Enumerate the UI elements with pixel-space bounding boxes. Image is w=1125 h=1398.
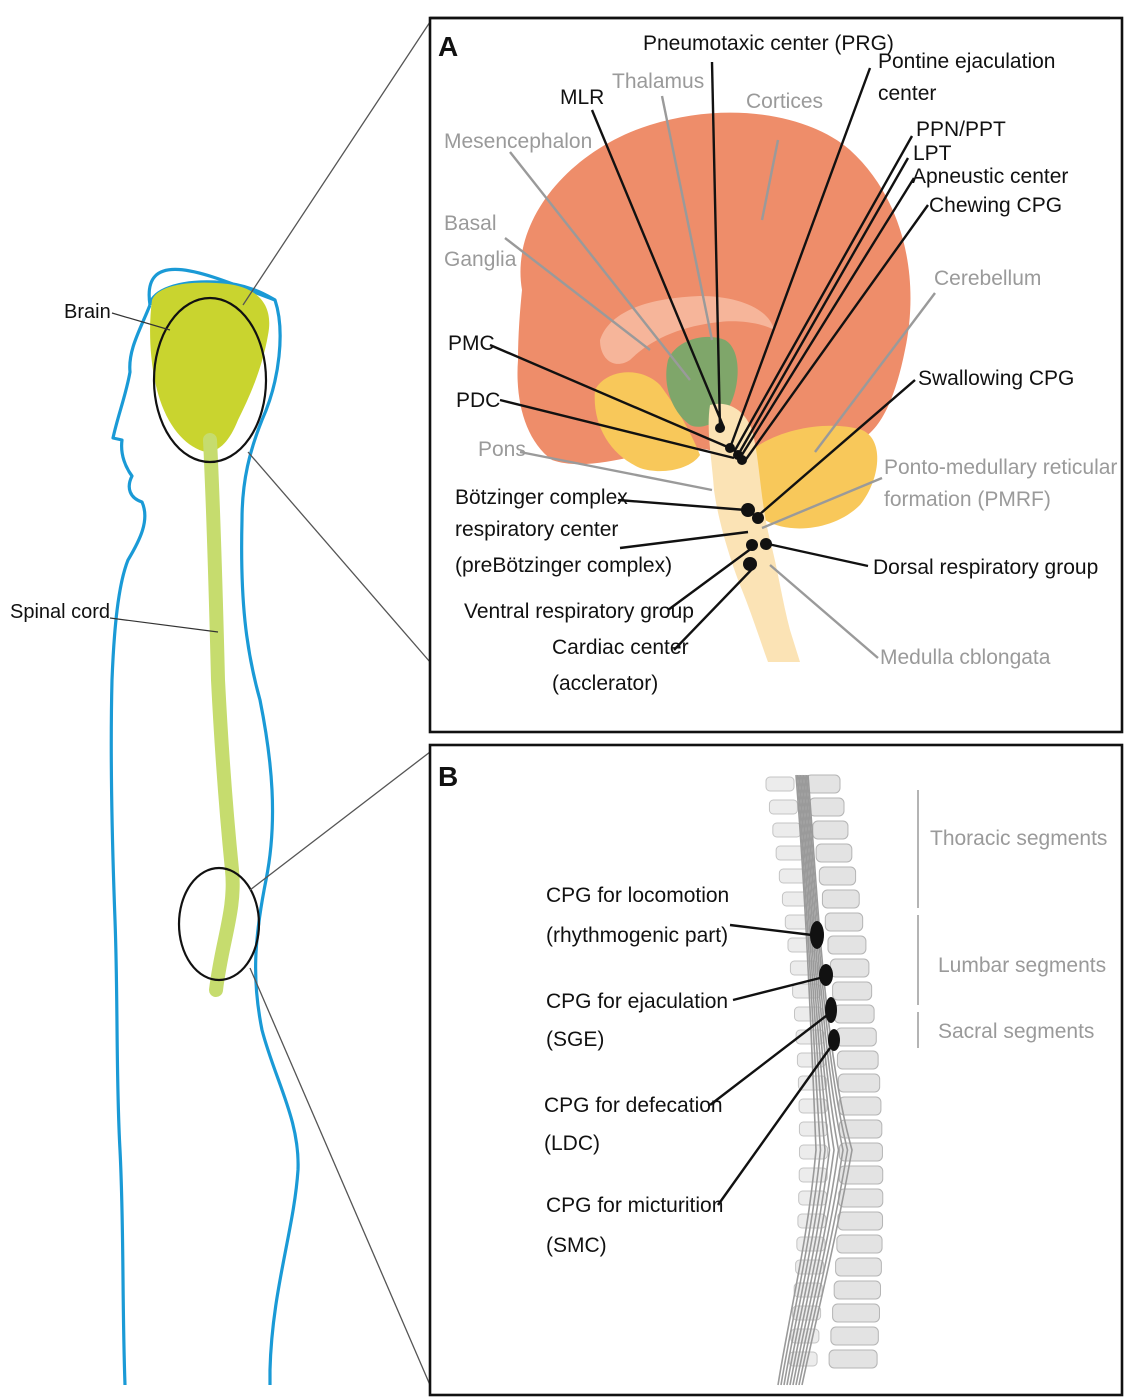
vertebra-process — [799, 1145, 827, 1159]
vertebra — [837, 1235, 882, 1253]
vertebra — [830, 959, 868, 977]
vertebra — [833, 1304, 880, 1322]
body-back-outline — [111, 305, 150, 1385]
vertebra — [828, 936, 866, 954]
vertebra — [837, 1051, 878, 1069]
vertebra-process — [773, 823, 801, 837]
botzinger-label-3: (preBötzinger complex) — [455, 554, 672, 577]
vertebra — [835, 1005, 875, 1023]
mlr-label: MLR — [560, 86, 604, 109]
cpg-locomotion-dot — [810, 921, 824, 949]
ventral-respiratory-label: Ventral respiratory group — [464, 600, 694, 623]
brain-label: Brain — [64, 301, 111, 323]
vertebra — [829, 1350, 877, 1368]
ejaculation-label-2: (SGE) — [546, 1028, 604, 1051]
pdc-label: PDC — [456, 389, 500, 412]
botzinger-label: Bötzinger complex — [455, 486, 628, 509]
basal-label: Basal — [444, 212, 497, 235]
dorsal-respiratory-label: Dorsal respiratory group — [873, 556, 1098, 579]
zoom-line-brain-bottom — [248, 452, 430, 662]
spinal-cord-leader — [110, 618, 218, 632]
vertebra — [809, 798, 844, 816]
pons-label: Pons — [478, 438, 526, 461]
botzinger-label-2: respiratory center — [455, 518, 618, 541]
zoom-line-spine-top — [250, 752, 430, 890]
nucleus-dot — [743, 557, 757, 571]
vertebra — [813, 821, 848, 839]
cpg-defecation-dot — [825, 997, 837, 1023]
swallowing-cpg-label: Swallowing CPG — [918, 367, 1074, 390]
cpg-ejaculation-dot — [819, 964, 833, 986]
mesencephalon-label: Mesencephalon — [444, 130, 592, 153]
vertebra — [836, 1258, 882, 1276]
locomotion-label-2: (rhythmogenic part) — [546, 924, 728, 947]
cardiac-center-label-2: (acclerator) — [552, 672, 658, 695]
pontine-ejaculation-label: Pontine ejaculation — [878, 50, 1055, 73]
vertebra — [833, 982, 872, 1000]
vertebra — [822, 890, 859, 908]
cardiac-center-label: Cardiac center — [552, 636, 689, 659]
pmrf-label: Ponto-medullary reticular — [884, 456, 1117, 479]
thoracic-label: Thoracic segments — [930, 827, 1107, 850]
zoom-line-brain-top — [243, 22, 430, 305]
defecation-label: CPG for defecation — [544, 1094, 723, 1117]
vertebra — [831, 1327, 878, 1345]
cerebellum-label: Cerebellum — [934, 267, 1041, 290]
pmc-label: PMC — [448, 332, 495, 355]
cpg-micturition-dot — [828, 1029, 840, 1051]
cortices-label: Cortices — [746, 90, 823, 113]
micturition-label-2: (SMC) — [546, 1234, 607, 1257]
apneustic-label: Apneustic center — [912, 165, 1068, 188]
zoom-line-spine-bottom — [250, 968, 430, 1385]
ejaculation-label: CPG for ejaculation — [546, 990, 728, 1013]
defecation-label-2: (LDC) — [544, 1132, 600, 1155]
pontine-ejaculation-label-2: center — [878, 82, 936, 105]
vertebra — [838, 1212, 883, 1230]
vertebra — [838, 1074, 879, 1092]
ganglia-label: Ganglia — [444, 248, 517, 271]
spinal-cord-shape — [210, 440, 233, 990]
vertebra — [836, 1028, 876, 1046]
locomotion-label: CPG for locomotion — [546, 884, 729, 907]
vertebra-process — [769, 800, 797, 814]
sacral-label: Sacral segments — [938, 1020, 1094, 1043]
prg-label: Pneumotaxic center (PRG) — [643, 32, 894, 55]
nucleus-dot — [752, 512, 764, 524]
vertebra-process — [766, 777, 794, 791]
vertebra — [819, 867, 855, 885]
ppn-ppt-label: PPN/PPT — [916, 118, 1006, 141]
panel-a-letter: A — [438, 31, 458, 62]
panel-b-letter: B — [438, 761, 458, 792]
pmrf-label-2: formation (PMRF) — [884, 488, 1051, 511]
vertebra — [816, 844, 852, 862]
thalamus-label: Thalamus — [612, 70, 704, 93]
lumbar-label: Lumbar segments — [938, 954, 1106, 977]
vertebra — [839, 1189, 883, 1207]
lpt-label: LPT — [913, 142, 952, 165]
brain-shape — [150, 283, 269, 452]
micturition-label: CPG for micturition — [546, 1194, 723, 1217]
spinal-cord-label: Spinal cord — [10, 601, 110, 623]
vertebra — [806, 775, 840, 793]
chewing-cpg-label: Chewing CPG — [929, 194, 1062, 217]
vertebra-process — [799, 1099, 827, 1113]
vertebra-process — [776, 846, 804, 860]
vertebra — [834, 1281, 880, 1299]
medulla-label: Medulla cblongata — [880, 646, 1051, 669]
vertebra — [839, 1097, 881, 1115]
vertebra — [825, 913, 862, 931]
